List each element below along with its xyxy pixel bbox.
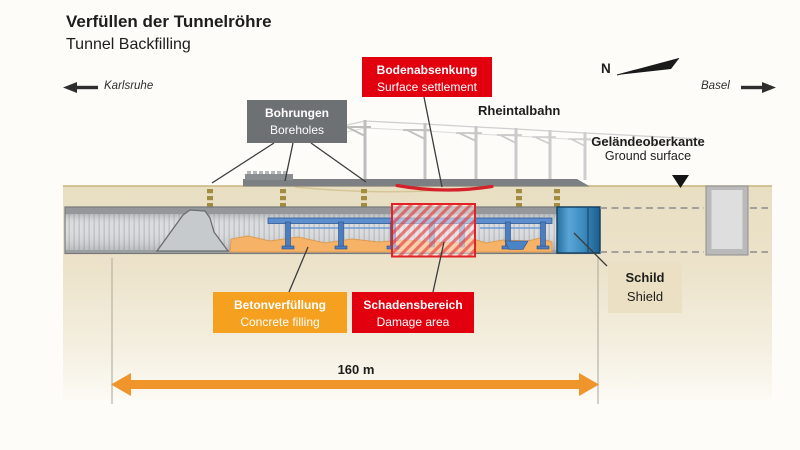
concrete-filling-label-de: Betonverfüllung [234, 298, 326, 312]
alignment-dashed-lines [600, 207, 768, 253]
leader-concrete [288, 246, 309, 293]
settlement-label-box: Bodenabsenkung Surface settlement [362, 57, 492, 97]
dimension-length-label: 160 m [337, 362, 375, 377]
settlement-label-de: Bodenabsenkung [376, 63, 478, 77]
damage-area-hatch [391, 203, 476, 258]
borehole [361, 187, 367, 207]
catenary-mast [343, 120, 371, 180]
borehole [554, 187, 560, 207]
shield-label-en: Shield [626, 288, 664, 304]
tunnel-shield [556, 206, 601, 254]
catenary-masts [343, 120, 591, 180]
catenary-mast [456, 126, 482, 180]
dimension-160m [111, 258, 599, 404]
boreholes-label-de: Bohrungen [265, 106, 329, 120]
damage-area-label-box: Schadensbereich Damage area [352, 292, 474, 333]
leader-boreholes-2 [284, 142, 294, 182]
borehole [516, 187, 522, 207]
north-arrow-icon [616, 58, 680, 76]
concrete-filling-label-en: Concrete filling [240, 315, 320, 330]
diagram-title-en: Tunnel Backfilling [66, 36, 191, 53]
direction-label-karlsruhe: Karlsruhe [104, 80, 154, 92]
ground-surface-label-de: Geländeoberkante [591, 134, 705, 149]
direction-label-basel: Basel [701, 80, 730, 92]
damage-area-label-en: Damage area [376, 315, 450, 330]
leader-lines [211, 96, 608, 293]
leader-shield [573, 232, 608, 267]
railway-track-bed [243, 179, 590, 187]
diagram-title-de: Verfüllen der Tunnelröhre [66, 12, 272, 31]
ground-surface-marker-icon [672, 175, 689, 188]
boreholes-label-en: Boreholes [269, 123, 325, 138]
collapse-debris-mound [155, 209, 230, 252]
leader-boreholes-1 [211, 142, 275, 184]
catenary-mast [497, 128, 522, 180]
ground-surface-label-en: Ground surface [604, 149, 692, 163]
boreholes-group [207, 187, 560, 207]
catenary-mast [568, 132, 591, 180]
catenary-mast [532, 130, 556, 180]
boreholes-label-box: Bohrungen Boreholes [247, 100, 347, 143]
leader-damage [432, 241, 445, 293]
basel-arrow-icon [741, 82, 776, 93]
catenary-mast [403, 123, 431, 180]
karlsruhe-arrow-icon [63, 82, 98, 93]
leader-boreholes-3 [310, 142, 367, 183]
borehole [280, 187, 286, 207]
ground-surface-label: Geländeoberkante Ground surface [586, 134, 710, 163]
north-label: N [601, 61, 611, 76]
damage-area-label-de: Schadensbereich [363, 298, 463, 312]
settlement-label-en: Surface settlement [376, 80, 478, 95]
railway-label: Rheintalbahn [478, 103, 561, 118]
shield-label-box: Schild Shield [608, 263, 682, 313]
shield-label-de: Schild [625, 270, 665, 285]
borehole [207, 187, 213, 207]
surface-equipment [245, 171, 293, 180]
launch-shaft [705, 185, 749, 256]
settlement-curve [395, 183, 494, 192]
leader-settlement [423, 96, 443, 188]
concrete-filling-label-box: Betonverfüllung Concrete filling [213, 292, 347, 333]
